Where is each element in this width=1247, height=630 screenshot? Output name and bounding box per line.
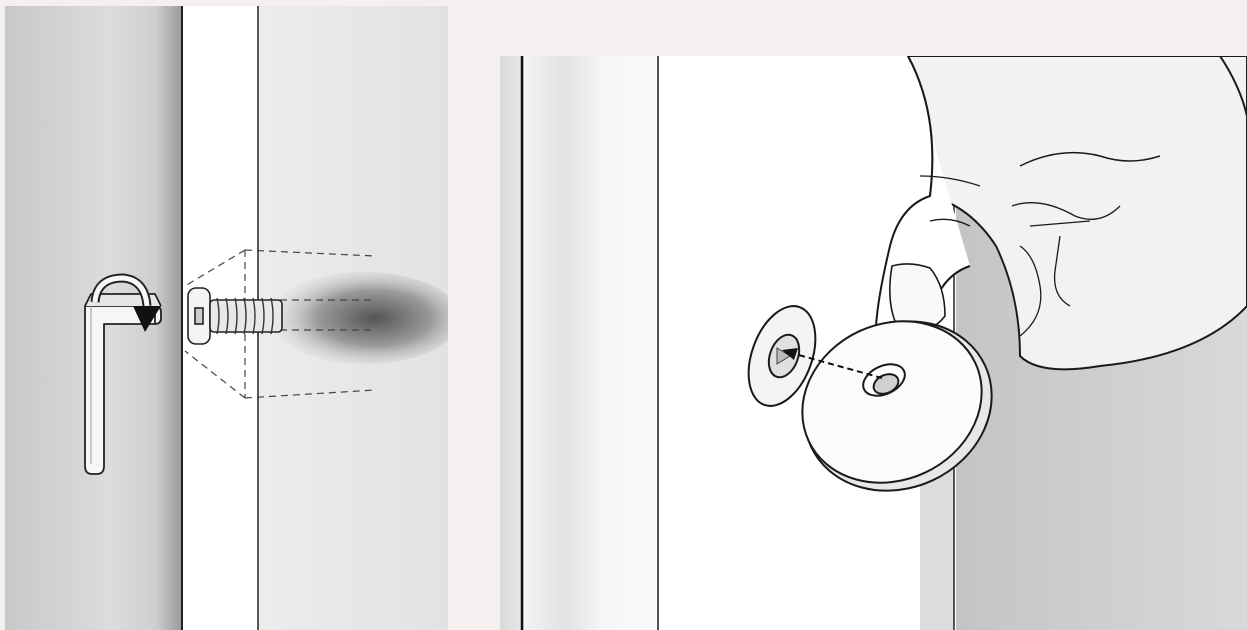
step-panel-right — [500, 56, 1247, 630]
cover-cap-icon — [801, 320, 993, 492]
door-frame — [524, 56, 658, 630]
hand-icon — [874, 56, 1247, 371]
motion-arrow-icon — [782, 348, 883, 379]
screw-head-icon — [747, 305, 817, 407]
rotate-arrow-icon — [90, 273, 161, 332]
right-illustration — [500, 56, 1247, 630]
drill-hole — [270, 272, 448, 364]
left-illustration — [5, 6, 448, 630]
step-panel-left — [5, 6, 448, 630]
screw-icon — [187, 287, 283, 345]
